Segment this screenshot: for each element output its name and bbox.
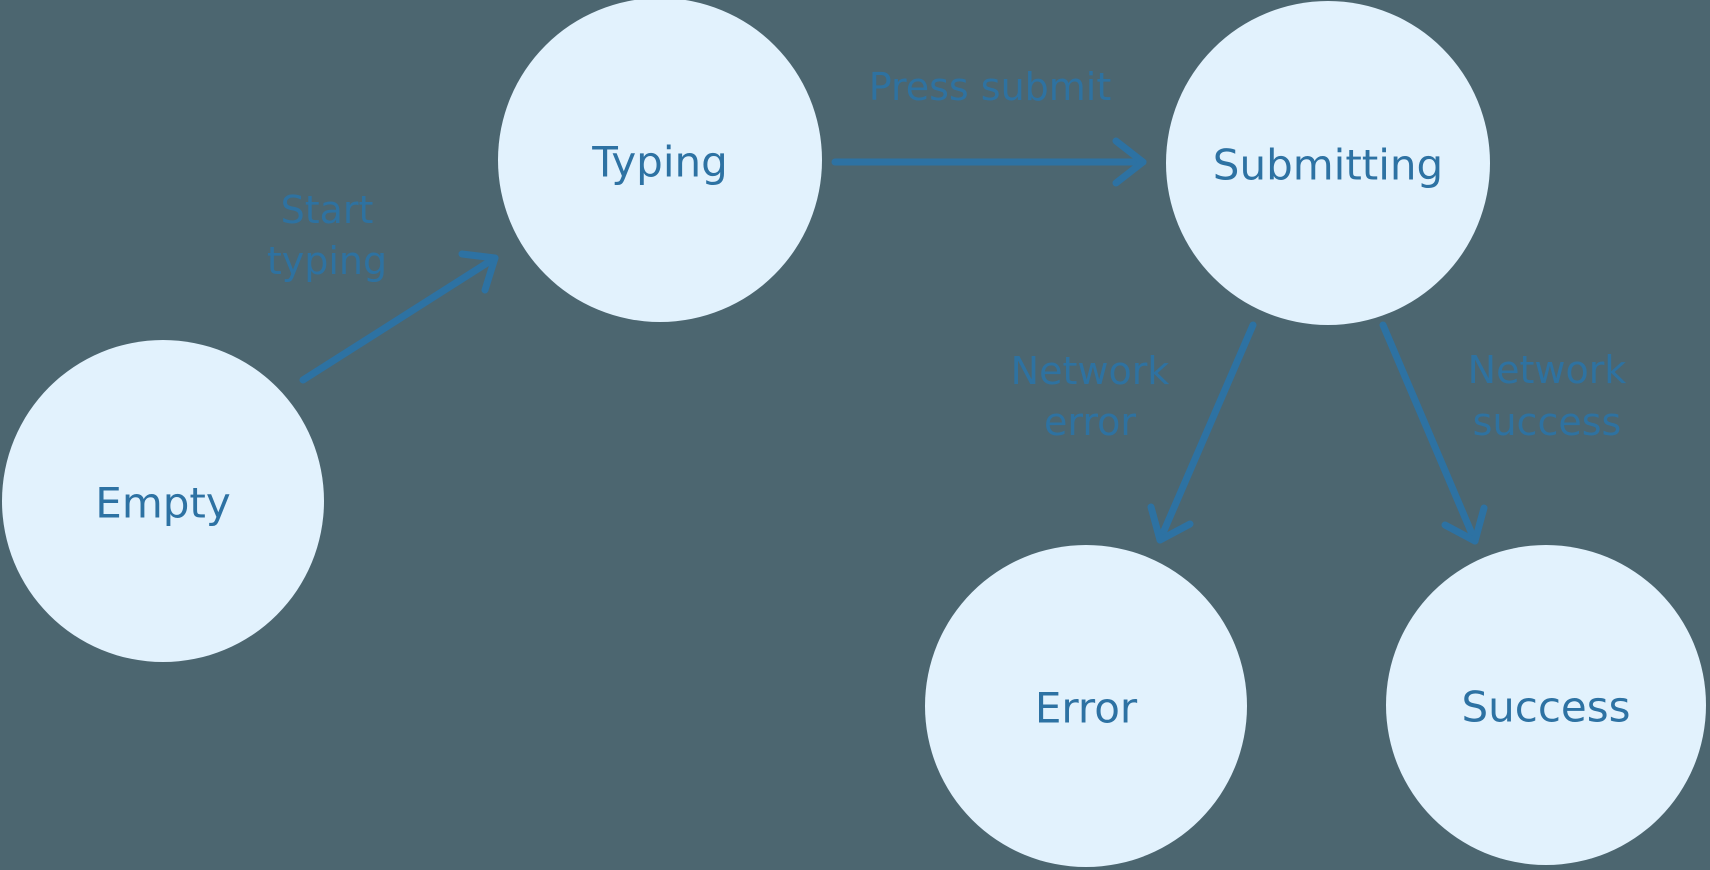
state-node-submitting-circle	[1166, 1, 1490, 325]
edge-empty-to-typing-line	[299, 254, 499, 384]
edge-typing-to-submitting-arrowhead-icon	[1112, 137, 1147, 187]
state-node-error-circle	[925, 545, 1247, 867]
edge-empty-to-typing: Start typing	[267, 188, 499, 384]
state-node-error: Error	[925, 545, 1247, 867]
state-node-success: Success	[1386, 545, 1706, 865]
state-node-submitting-label: Submitting	[1213, 141, 1443, 190]
edge-submitting-to-success-arrowhead-icon	[1441, 504, 1488, 545]
edge-label-press-submit: Press submit	[869, 65, 1112, 109]
edge-submitting-to-error-arrowhead-icon	[1147, 503, 1194, 544]
edge-label-network-error-line2: error	[1044, 400, 1136, 444]
state-node-success-circle	[1386, 545, 1706, 865]
state-node-empty-label: Empty	[95, 479, 230, 528]
edge-submitting-to-success: Network success	[1379, 321, 1627, 545]
edge-submitting-to-error: Network error	[1011, 321, 1257, 544]
state-node-typing-circle	[498, 0, 822, 322]
state-node-empty: Empty	[2, 340, 324, 662]
edge-empty-to-typing-arrowhead-icon	[458, 250, 499, 294]
edge-typing-to-submitting: Press submit	[831, 65, 1147, 187]
edge-label-network-success-line2: success	[1473, 400, 1622, 444]
edge-label-network-success-line1: Network	[1468, 348, 1627, 392]
state-node-submitting: Submitting	[1166, 1, 1490, 325]
state-node-typing-label: Typing	[591, 138, 728, 187]
edge-submitting-to-error-line	[1156, 321, 1257, 544]
edge-label-start-typing-line2: typing	[267, 239, 387, 283]
state-node-typing: Typing	[498, 0, 822, 322]
edge-label-start-typing-line1: Start	[281, 188, 374, 232]
state-node-success-label: Success	[1461, 683, 1630, 732]
state-node-error-label: Error	[1035, 684, 1138, 733]
state-node-empty-circle	[2, 340, 324, 662]
edge-submitting-to-success-line	[1379, 321, 1479, 545]
edge-label-network-error-line1: Network	[1011, 349, 1170, 393]
